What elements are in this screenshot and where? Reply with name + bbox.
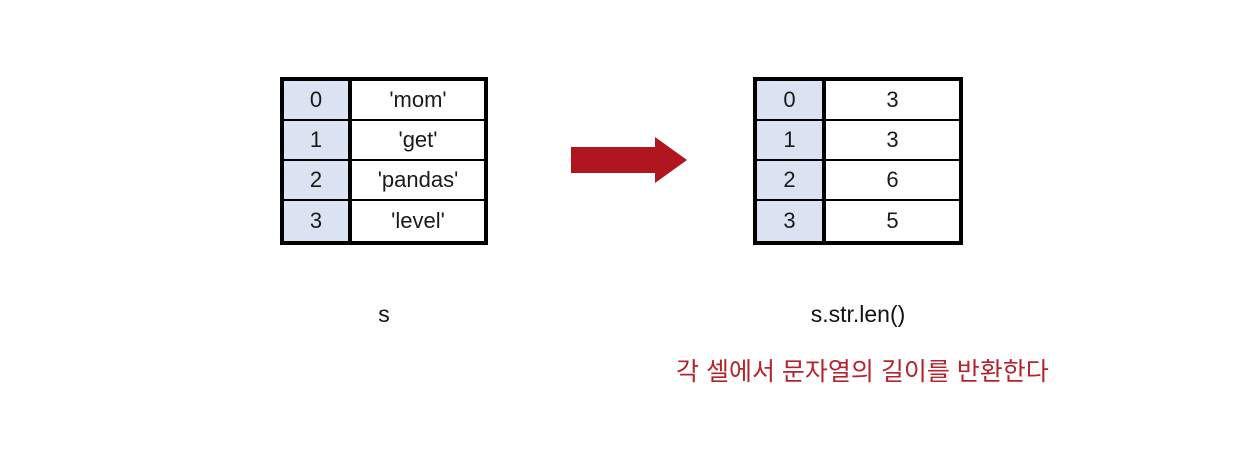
index-cell: 1: [284, 121, 352, 159]
index-cell: 3: [757, 201, 826, 241]
index-cell: 0: [757, 81, 826, 119]
right-arrow-icon: [571, 137, 687, 183]
input-series-label: s: [378, 301, 390, 327]
index-cell: 1: [757, 121, 826, 159]
value-cell: 'mom': [352, 81, 484, 119]
table-row: 3 5: [757, 201, 959, 241]
output-series-label: s.str.len(): [810, 301, 906, 327]
value-cell: 'level': [352, 201, 484, 241]
value-cell: 3: [826, 121, 959, 159]
index-cell: 0: [284, 81, 352, 119]
table-row: 1 3: [757, 121, 959, 161]
value-cell: 6: [826, 161, 959, 199]
value-cell: 5: [826, 201, 959, 241]
index-cell: 2: [757, 161, 826, 199]
value-cell: 'get': [352, 121, 484, 159]
index-cell: 2: [284, 161, 352, 199]
table-row: 2 'pandas': [284, 161, 484, 201]
index-cell: 3: [284, 201, 352, 241]
table-row: 1 'get': [284, 121, 484, 161]
output-series-table: 0 3 1 3 2 6 3 5: [753, 77, 963, 245]
value-cell: 'pandas': [352, 161, 484, 199]
table-row: 2 6: [757, 161, 959, 201]
input-series-table: 0 'mom' 1 'get' 2 'pandas' 3 'level': [280, 77, 488, 245]
value-cell: 3: [826, 81, 959, 119]
table-row: 0 'mom': [284, 81, 484, 121]
description-note: 각 셀에서 문자열의 길이를 반환한다: [676, 358, 1049, 386]
table-row: 0 3: [757, 81, 959, 121]
table-row: 3 'level': [284, 201, 484, 241]
